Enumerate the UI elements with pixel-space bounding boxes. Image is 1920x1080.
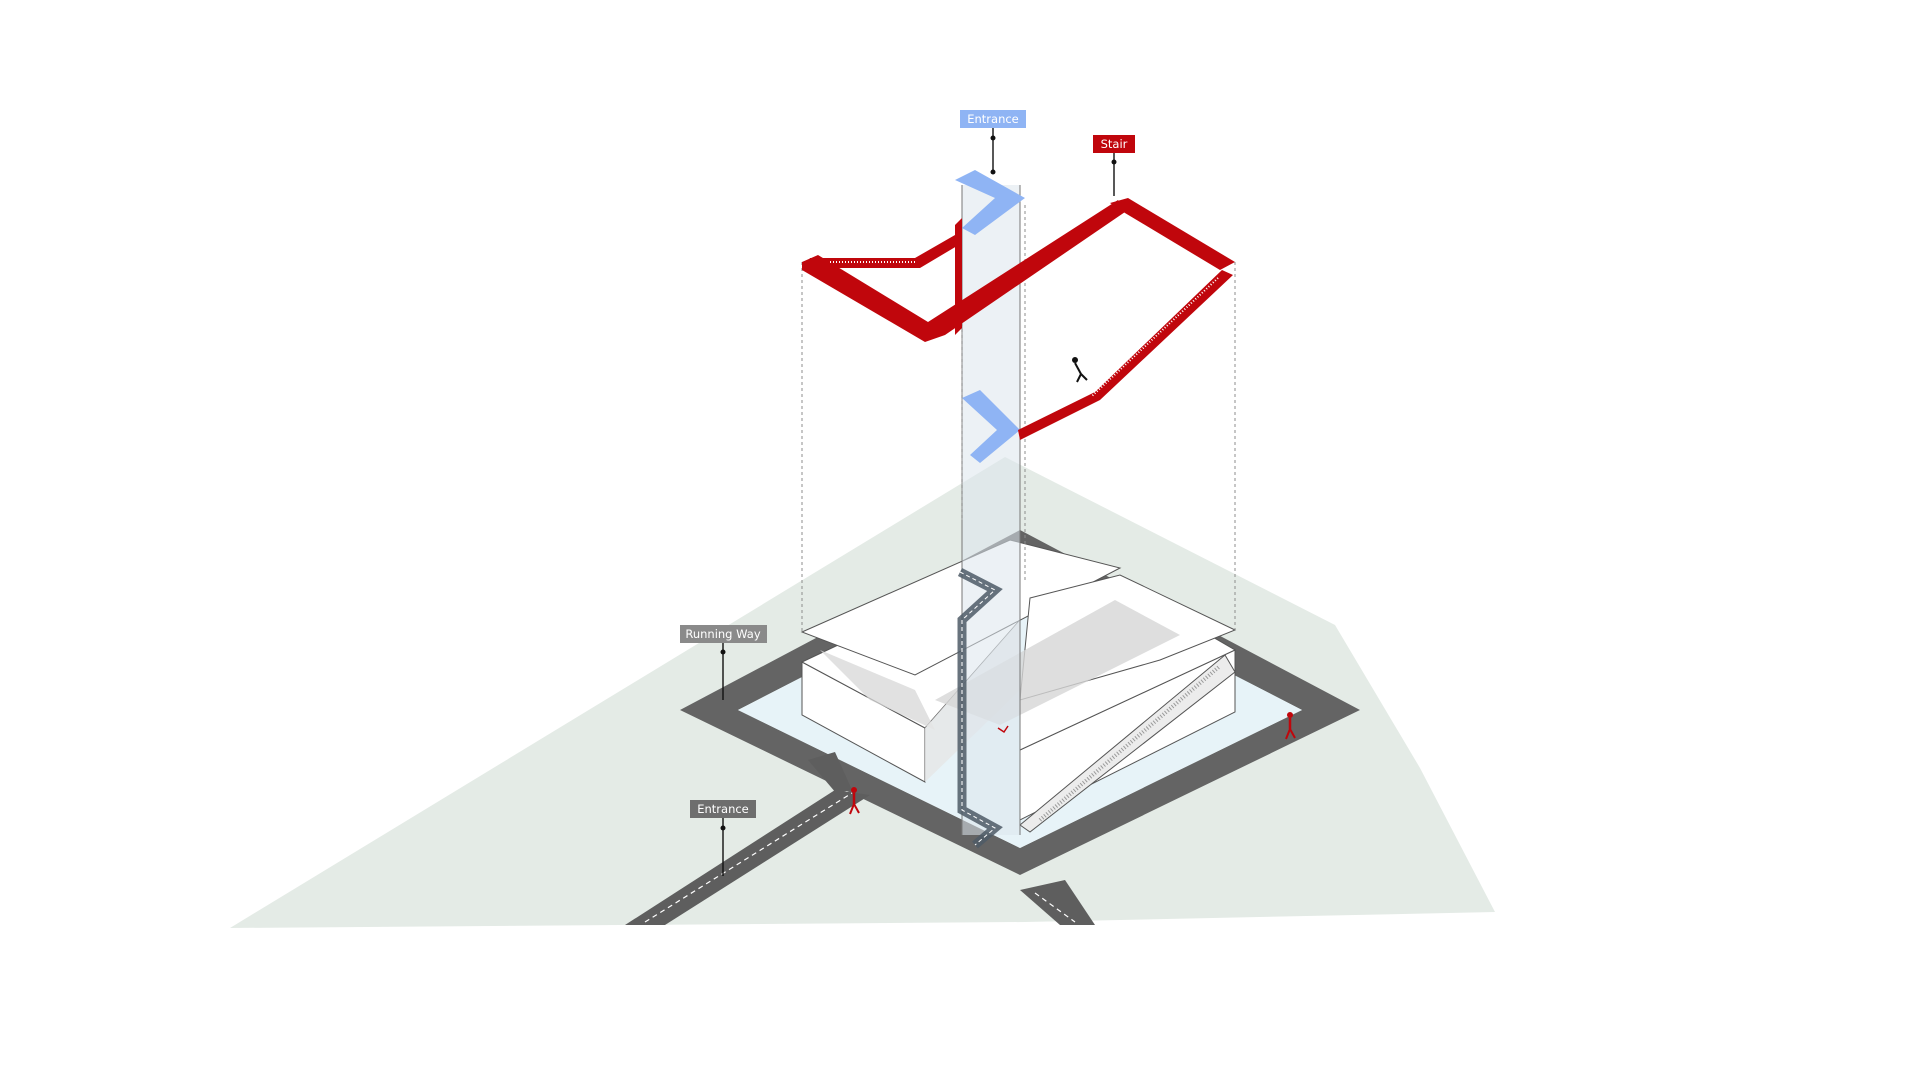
stair-descending-flight bbox=[1018, 270, 1233, 440]
shaft-internal-path-dash bbox=[959, 571, 996, 846]
callout-entrance-top: Entrance bbox=[960, 110, 1026, 175]
label-entrance-top: Entrance bbox=[967, 112, 1019, 126]
callout-stair: Stair bbox=[1093, 135, 1135, 196]
track-notch-west bbox=[808, 752, 852, 793]
callout-entrance-bottom: Entrance bbox=[690, 800, 756, 876]
runner-figure-icon bbox=[1072, 357, 1088, 383]
stair-upper-left-run bbox=[805, 235, 962, 268]
pedestrian-red-icon-north bbox=[1285, 712, 1296, 740]
ramp-stair-hatch bbox=[1038, 664, 1222, 822]
stair-loop-main bbox=[802, 200, 1125, 342]
label-stair: Stair bbox=[1101, 137, 1128, 151]
entrance-road-se bbox=[1020, 880, 1095, 925]
entrance-road-sw-centerline bbox=[644, 792, 853, 923]
building-ramp bbox=[1019, 654, 1236, 833]
label-entrance-bottom: Entrance bbox=[697, 802, 749, 816]
stair-loop-upper-run bbox=[1110, 198, 1235, 270]
callout-running-way: Running Way bbox=[680, 625, 767, 700]
small-red-marker-icon bbox=[997, 725, 1009, 734]
label-running-way: Running Way bbox=[685, 627, 760, 641]
pedestrian-red-icon-south bbox=[849, 787, 860, 815]
building-left-roof-shadow bbox=[820, 650, 935, 730]
stair-vertical-link bbox=[955, 218, 962, 335]
entrance-chevron-lower bbox=[962, 390, 1020, 463]
entrance-chevron-upper bbox=[955, 170, 1025, 235]
